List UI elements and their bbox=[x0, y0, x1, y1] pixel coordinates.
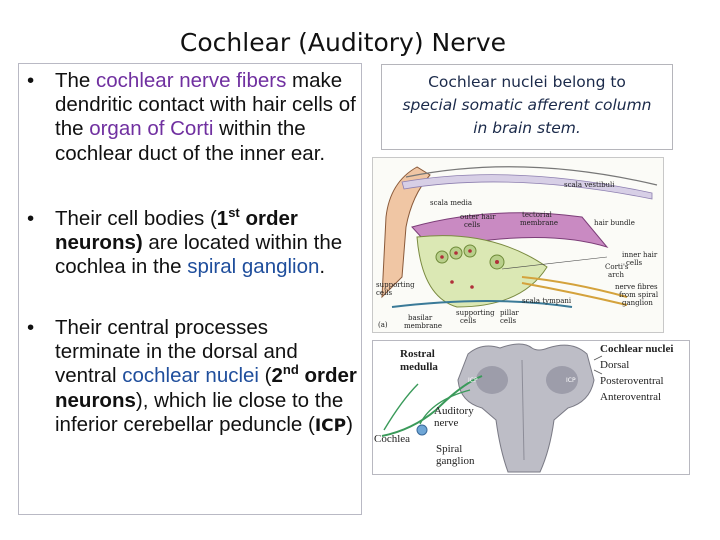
basilar-membrane-line bbox=[391, 300, 573, 308]
label-cells-3: cells bbox=[376, 289, 393, 297]
label-dorsal: Dorsal bbox=[600, 359, 629, 371]
hair-cell-nuclei bbox=[440, 249, 499, 289]
label-tectorial: tectorial bbox=[522, 211, 553, 219]
label-inner-hair: inner hair bbox=[622, 251, 658, 259]
nucleus-dot bbox=[454, 251, 458, 255]
label-icp-left: ICP bbox=[468, 377, 478, 384]
label-arch: arch bbox=[608, 271, 624, 279]
cochlear-nuclei-diagram: Rostral medulla Cochlear nuclei Dorsal P… bbox=[372, 340, 690, 475]
bullet-3-text: Their central processes terminate in the… bbox=[55, 316, 357, 436]
organ-of-corti-body bbox=[416, 235, 548, 308]
organ-of-corti-diagram: scala vestibuli scala media tectorial me… bbox=[372, 157, 664, 333]
label-nerve-fibres: nerve fibres bbox=[615, 283, 658, 291]
nerve-branch bbox=[419, 389, 471, 425]
spiral-ganglion-dot bbox=[416, 424, 428, 436]
label-rostral: Rostral bbox=[400, 348, 435, 360]
organ-of-corti-term: organ of Corti bbox=[89, 117, 214, 141]
second-order-neurons-term: order neurons bbox=[55, 364, 357, 412]
text-panel: • The cochlear nerve fibers make dendrit… bbox=[18, 63, 362, 515]
label-from-spiral: from spiral bbox=[619, 291, 659, 299]
nucleus-dot bbox=[495, 260, 499, 264]
nerve-branch bbox=[383, 383, 419, 431]
label-membrane: membrane bbox=[520, 219, 558, 227]
label-cells: cells bbox=[464, 221, 481, 229]
label-supporting-2: supporting bbox=[456, 309, 495, 317]
right-icp-shape bbox=[546, 366, 578, 394]
midline bbox=[521, 359, 525, 461]
label-cortis: Corti's bbox=[605, 263, 629, 271]
nerve-fibres-line bbox=[521, 276, 628, 298]
label-cochlear-nuclei: Cochlear nuclei bbox=[600, 343, 673, 355]
label-auditory: Auditory bbox=[434, 405, 474, 417]
nuclei-label-leaders bbox=[593, 355, 603, 375]
label-cells-2: cells bbox=[626, 259, 643, 267]
label-medulla: medulla bbox=[400, 361, 438, 373]
label-anteroventral: Anteroventral bbox=[600, 391, 661, 403]
cochlear-nerve-fibers-term: cochlear nerve fibers bbox=[96, 69, 287, 92]
label-cells-5: cells bbox=[500, 317, 517, 325]
label-outer-hair: outer hair bbox=[460, 213, 496, 221]
bullet-dot: • bbox=[27, 316, 35, 339]
label-scala-media: scala media bbox=[430, 199, 472, 207]
label-hair-bundle: hair bundle bbox=[594, 219, 635, 227]
label-icp-right: ICP bbox=[566, 377, 576, 384]
label-nerve: nerve bbox=[434, 417, 459, 429]
bullet-dot: • bbox=[27, 207, 35, 230]
auditory-nerve-path bbox=[381, 375, 483, 437]
bullet-dot: • bbox=[27, 69, 35, 92]
bullet-1-text: The cochlear nerve fibers make dendritic… bbox=[55, 69, 356, 165]
label-basilar: basilar bbox=[408, 314, 433, 322]
cochlear-nuclei-term: cochlear nuclei bbox=[122, 364, 259, 388]
label-pillar: pillar bbox=[500, 309, 519, 317]
label-posteroventral: Posteroventral bbox=[600, 375, 664, 387]
first-order-neurons-term: order neurons) bbox=[55, 207, 298, 255]
slide-title: Cochlear (Auditory) Nerve bbox=[179, 28, 507, 57]
icp-term: ICP bbox=[314, 415, 347, 436]
label-spiral: Spiral bbox=[436, 443, 462, 455]
label-ganglion: ganglion bbox=[436, 455, 475, 467]
label-supporting: supporting bbox=[376, 281, 415, 289]
label-scala-vestibuli: scala vestibuli bbox=[564, 181, 615, 189]
label-ganglion: ganglion bbox=[622, 299, 653, 307]
membrane-band bbox=[401, 174, 653, 200]
label-membrane-2: membrane bbox=[404, 322, 442, 330]
label-scala-tympani: scala tympani bbox=[522, 297, 572, 305]
reissner-membrane-line bbox=[405, 166, 658, 186]
spiral-limbus-shape bbox=[381, 166, 431, 299]
nucleus-dot bbox=[470, 285, 474, 289]
label-cells-4: cells bbox=[460, 317, 477, 325]
label-panel-a: (a) bbox=[378, 321, 388, 329]
label-leader bbox=[501, 256, 608, 270]
note-box: Cochlear nuclei belong to special somati… bbox=[381, 64, 673, 150]
spiral-ganglion-term: spiral ganglion bbox=[187, 255, 320, 279]
nerve-fibres-line bbox=[521, 282, 628, 306]
left-icp-shape bbox=[476, 366, 508, 394]
nucleus-dot bbox=[450, 280, 454, 284]
bullet-2-text: Their cell bodies (1st order neurons) ar… bbox=[55, 205, 343, 279]
label-cochlea: Cochlea bbox=[374, 433, 410, 445]
nucleus-dot bbox=[468, 249, 472, 253]
nucleus-dot bbox=[440, 255, 444, 259]
